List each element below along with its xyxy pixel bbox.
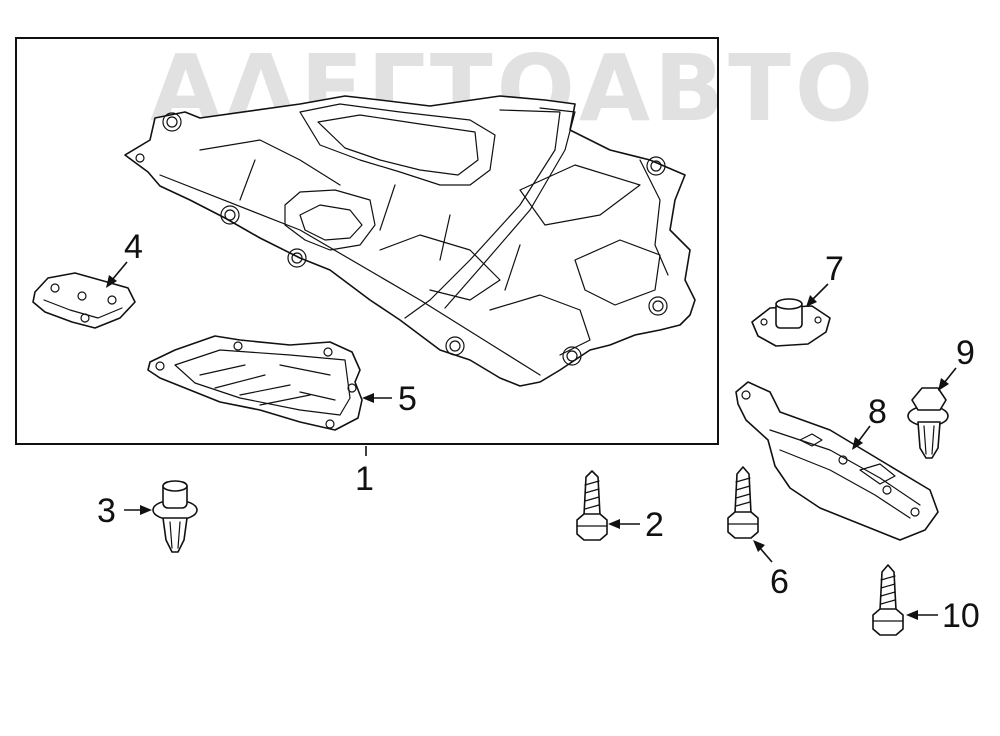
- assembly-frame: [15, 37, 719, 445]
- callout-2: 2: [645, 506, 664, 544]
- part-4-plate: [32, 272, 136, 329]
- callout-9: 9: [956, 334, 975, 372]
- part-2-bolt: [576, 470, 608, 541]
- callout-10: 10: [942, 597, 980, 635]
- callout-4: 4: [124, 228, 143, 266]
- part-3-clip: [152, 480, 198, 553]
- callout-1: 1: [355, 460, 374, 498]
- part-9-clip: [907, 387, 949, 459]
- callout-7: 7: [825, 250, 844, 288]
- callout-3: 3: [97, 492, 116, 530]
- callout-8: 8: [868, 393, 887, 431]
- part-6-bolt: [727, 466, 759, 539]
- part-1-under-cover: [124, 95, 696, 387]
- part-7-nut-bracket: [751, 298, 831, 347]
- callout-6: 6: [770, 563, 789, 601]
- leader-lines: [106, 261, 957, 620]
- part-10-bolt: [872, 564, 904, 636]
- part-5-panel: [147, 335, 363, 431]
- part-8-bracket: [735, 381, 939, 541]
- callout-5: 5: [398, 380, 417, 418]
